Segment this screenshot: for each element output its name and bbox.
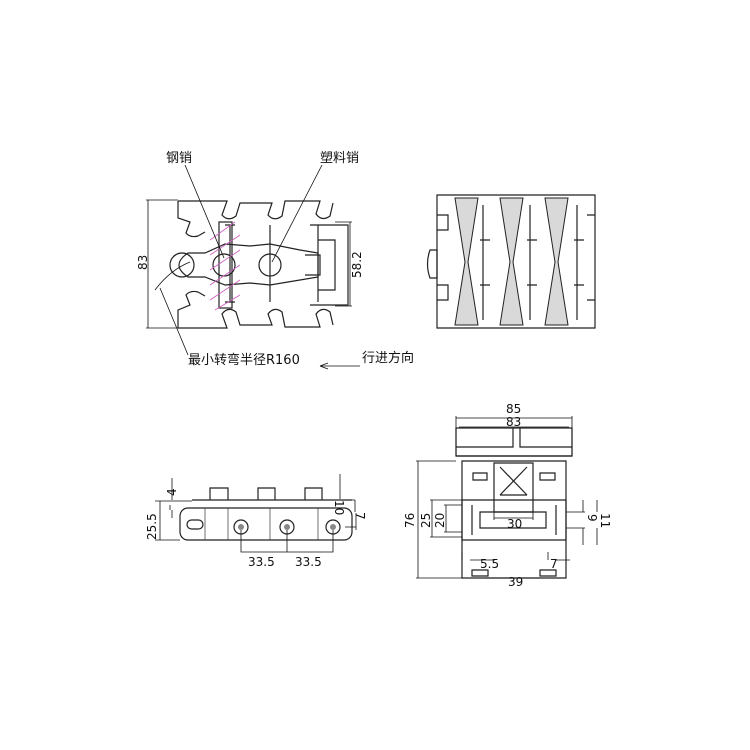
plastic-pin-label: 塑料销 <box>320 151 359 166</box>
dim-85: 85 <box>506 402 521 416</box>
steel-pin-leader <box>184 164 225 259</box>
dim-7-profile: 7 <box>550 557 558 571</box>
dim-pitch-2: 33.5 <box>295 555 322 569</box>
steel-pin <box>209 221 241 311</box>
chain-bottom-view <box>426 194 596 329</box>
dim-5-5: 5.5 <box>480 557 499 571</box>
side-dim-lines <box>155 474 357 553</box>
chain-side-view: 4 25.5 10 7 33.5 33.5 <box>145 474 367 569</box>
direction-label: 行进方向 <box>362 350 414 366</box>
dim-25: 25 <box>419 513 433 528</box>
dim-10: 10 <box>332 500 346 515</box>
chain-link-outline <box>169 200 349 329</box>
dim-83: 83 <box>506 415 521 429</box>
wedge-ribs <box>454 197 569 326</box>
profile-top-dim-lines <box>455 416 573 456</box>
dim-7-side: 7 <box>353 512 367 520</box>
dim-25-5: 25.5 <box>145 513 159 540</box>
dim-4: 4 <box>165 488 179 496</box>
dim-30: 30 <box>507 517 522 531</box>
dim-line-83 <box>146 199 178 329</box>
dim-39: 39 <box>508 575 523 589</box>
dim-20: 20 <box>433 513 447 528</box>
dim-pitch-1: 33.5 <box>248 555 275 569</box>
plastic-pin-leader <box>271 164 323 263</box>
steel-pin-label: 钢销 <box>166 151 192 166</box>
dim-line-58-2 <box>335 221 352 307</box>
direction-arrow <box>319 362 360 370</box>
dim-9: 9 <box>585 514 599 522</box>
dim-11: 11 <box>598 513 612 528</box>
radius-leader <box>154 261 191 356</box>
profile-section-view: 85 83 76 25 20 30 9 11 5.5 7 39 <box>403 402 612 589</box>
dim-76: 76 <box>403 513 417 528</box>
profile-dim-lines <box>416 460 598 579</box>
chain-top-view: 钢销 塑料销 83 58.2 最小转弯半径R160 行进方向 <box>136 151 414 370</box>
dim-58-2: 58.2 <box>350 251 364 278</box>
dim-83: 83 <box>136 255 150 270</box>
min-radius-label: 最小转弯半径R160 <box>188 352 300 368</box>
